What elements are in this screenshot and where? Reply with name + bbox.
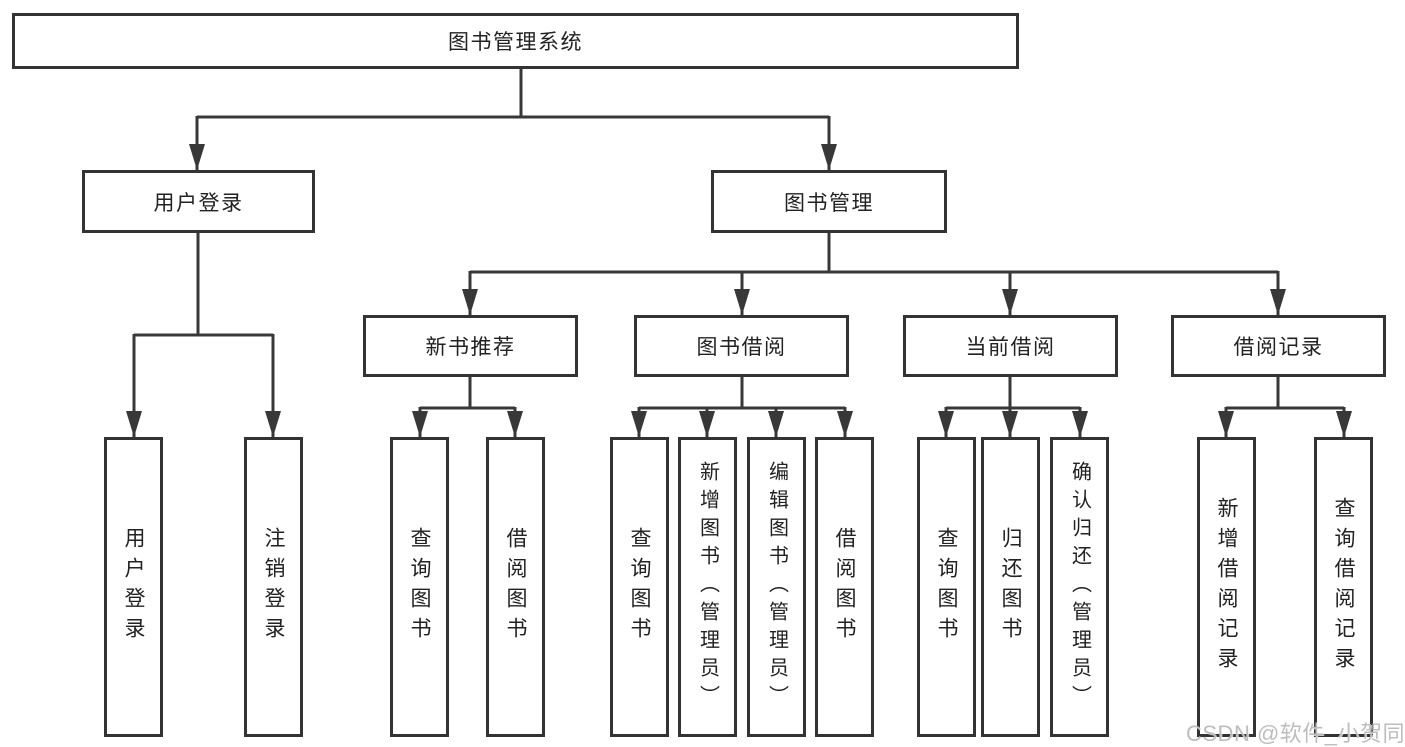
node-borrow-records-label: 借阅记录 (1233, 336, 1324, 359)
node-leaf-current-query: 查询图书 (917, 437, 976, 737)
node-leaf-borrow-borrow: 借阅图书 (815, 437, 874, 737)
csdn-watermark: CSDN @软件_小贺同学 (1186, 721, 1405, 746)
node-current-borrow: 当前借阅 (903, 315, 1118, 377)
node-leaf-borrow-add-admin-label: 新增图书（管理员） (696, 461, 719, 713)
node-leaf-user-login: 用户登录 (104, 437, 163, 737)
connector-user-login-to-leaves (126, 233, 281, 437)
node-leaf-logout-label: 注销登录 (262, 527, 285, 647)
node-leaf-record-query-label: 查询借阅记录 (1332, 497, 1355, 677)
node-leaf-borrow-edit-admin: 编辑图书（管理员） (747, 437, 806, 737)
node-leaf-record-query: 查询借阅记录 (1314, 437, 1373, 737)
node-leaf-logout: 注销登录 (244, 437, 303, 737)
node-leaf-current-return-label: 归还图书 (999, 527, 1022, 647)
node-leaf-current-confirm-admin-label: 确认归还（管理员） (1068, 461, 1091, 713)
node-user-login-label: 用户登录 (153, 191, 244, 215)
node-current-borrow-label: 当前借阅 (965, 336, 1056, 359)
node-leaf-newbooks-borrow-label: 借阅图书 (504, 527, 527, 647)
node-leaf-newbooks-query: 查询图书 (390, 437, 449, 737)
node-book-borrow-label: 图书借阅 (696, 336, 787, 359)
node-leaf-borrow-add-admin: 新增图书（管理员） (678, 437, 737, 737)
connector-book-mgmt-to-level3 (462, 233, 1286, 315)
connector-book-borrow-to-leaves (631, 377, 853, 437)
node-book-mgmt: 图书管理 (711, 170, 947, 233)
node-leaf-borrow-edit-admin-label: 编辑图书（管理员） (765, 461, 788, 713)
node-leaf-user-login-label: 用户登录 (122, 527, 145, 647)
node-new-books-label: 新书推荐 (425, 336, 516, 359)
connector-root-to-level2 (189, 69, 837, 170)
node-new-books: 新书推荐 (363, 315, 578, 377)
connector-current-borrow-to-leaves (938, 377, 1088, 437)
node-leaf-newbooks-query-label: 查询图书 (408, 527, 431, 647)
node-leaf-newbooks-borrow: 借阅图书 (486, 437, 545, 737)
node-root-label: 图书管理系统 (448, 31, 583, 54)
node-leaf-borrow-borrow-label: 借阅图书 (833, 527, 856, 647)
node-root: 图书管理系统 (12, 13, 1019, 69)
connector-borrow-records-to-leaves (1218, 377, 1352, 437)
node-leaf-record-add: 新增借阅记录 (1197, 437, 1256, 737)
node-leaf-borrow-query: 查询图书 (610, 437, 669, 737)
connector-new-books-to-leaves (412, 377, 523, 437)
node-book-borrow: 图书借阅 (634, 315, 849, 377)
node-book-mgmt-label: 图书管理 (784, 191, 874, 215)
node-leaf-current-return: 归还图书 (981, 437, 1040, 737)
node-leaf-record-add-label: 新增借阅记录 (1215, 497, 1238, 677)
node-leaf-current-confirm-admin: 确认归还（管理员） (1050, 437, 1109, 737)
node-leaf-borrow-query-label: 查询图书 (628, 527, 651, 647)
node-borrow-records: 借阅记录 (1171, 315, 1386, 377)
node-user-login: 用户登录 (82, 170, 315, 233)
node-leaf-current-query-label: 查询图书 (935, 527, 958, 647)
